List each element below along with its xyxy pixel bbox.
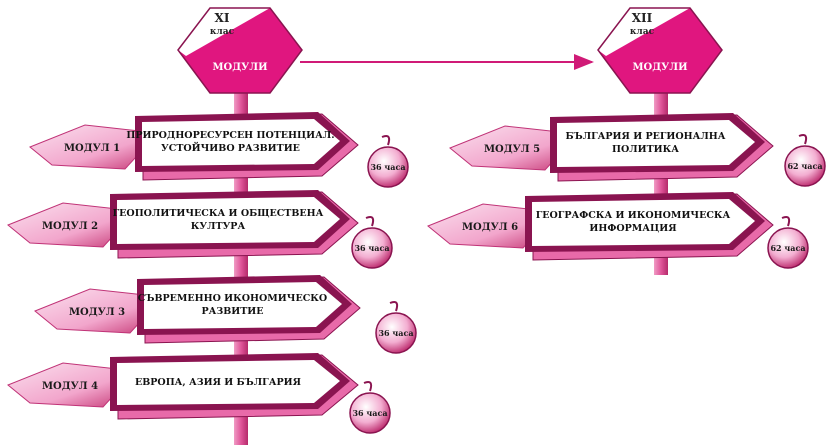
module-2: МОДУЛ 2 ГЕОПОЛИТИЧЕСКА И ОБЩЕСТВЕНА КУЛТУР… [7,190,393,269]
hours-badge [349,392,391,434]
hours-label: 36 часа [352,408,387,418]
module-4: МОДУЛ 4 ЕВРОПА, АЗИЯ И БЪЛГАРИЯ 36 часа [7,353,391,434]
header-outline [597,7,723,94]
sign-face [117,360,340,405]
header-grade: XII [632,11,653,25]
module-title-line: ПОЛИТИКА [612,144,679,155]
sign-face [557,120,755,167]
module-label: МОДУЛ 2 [42,221,98,232]
module-title-line: ПРИРОДНОРЕСУРСЕН ПОТЕНЦИАЛ. [126,130,334,141]
hours-badge [375,312,417,354]
hours-badge [351,227,393,269]
hours-label: 62 часа [787,161,822,171]
hours-badge [367,146,409,188]
header-class-word: клас [630,27,655,37]
module-label: МОДУЛ 6 [462,222,518,233]
module-title-line: ИНФОРМАЦИЯ [589,223,676,234]
sign-face [142,119,340,166]
hours-label: 36 часа [370,162,405,172]
hours-label: 36 часа [354,243,389,253]
header-label: МОДУЛИ [212,62,267,73]
hours-hook [389,301,399,312]
module-label: МОДУЛ 5 [484,144,540,155]
module-title-line: ГЕОПОЛИТИЧЕСКА И ОБЩЕСТВЕНА [113,208,324,219]
hours-label: 36 часа [378,328,413,338]
module-1: МОДУЛ 1 ПРИРОДНОРЕСУРСЕН ПОТЕНЦИАЛ.УСТОЙЧ… [29,112,409,188]
sign-face [117,197,340,244]
hours-hook [363,381,373,392]
module-title-line: БЪЛГАРИЯ И РЕГИОНАЛНА [565,131,725,142]
module-6: МОДУЛ 6 ГЕОГРАФСКА И ИКОНОМИЧЕСКА ИНФОРМАЦ… [427,192,809,269]
module-label: МОДУЛ 3 [69,307,125,318]
module-3: МОДУЛ 3 СЪВРЕМЕННО ИКОНОМИЧЕСКО РАЗВИТИЕ 36… [34,275,417,354]
hours-hook [381,135,391,146]
module-label: МОДУЛ 1 [64,143,120,154]
hours-hook [781,216,791,227]
hours-badge [767,227,809,269]
header-class-word: клас [210,27,235,37]
module-title-line: УСТОЙЧИВО РАЗВИТИЕ [161,141,300,154]
module-title-line: КУЛТУРА [191,221,246,232]
header-grade: XI [215,11,230,25]
hours-hook [798,134,808,145]
sign-face [532,199,755,246]
header-label: МОДУЛИ [632,62,687,73]
module-title-line: ГЕОГРАФСКА И ИКОНОМИЧЕСКА [536,210,731,221]
hours-label: 62 часа [770,243,805,253]
module-title-line: РАЗВИТИЕ [201,306,263,317]
module-5: МОДУЛ 5 БЪЛГАРИЯ И РЕГИОНАЛНА ПОЛИТИКА 62 ч… [449,113,826,187]
hours-badge [784,145,826,187]
hours-hook [365,216,375,227]
module-title-line: ЕВРОПА, АЗИЯ И БЪЛГАРИЯ [135,377,301,388]
sign-face [144,282,342,329]
header-outline [177,7,303,94]
module-title-line: СЪВРЕМЕННО ИКОНОМИЧЕСКО [138,293,327,304]
module-label: МОДУЛ 4 [42,381,98,392]
